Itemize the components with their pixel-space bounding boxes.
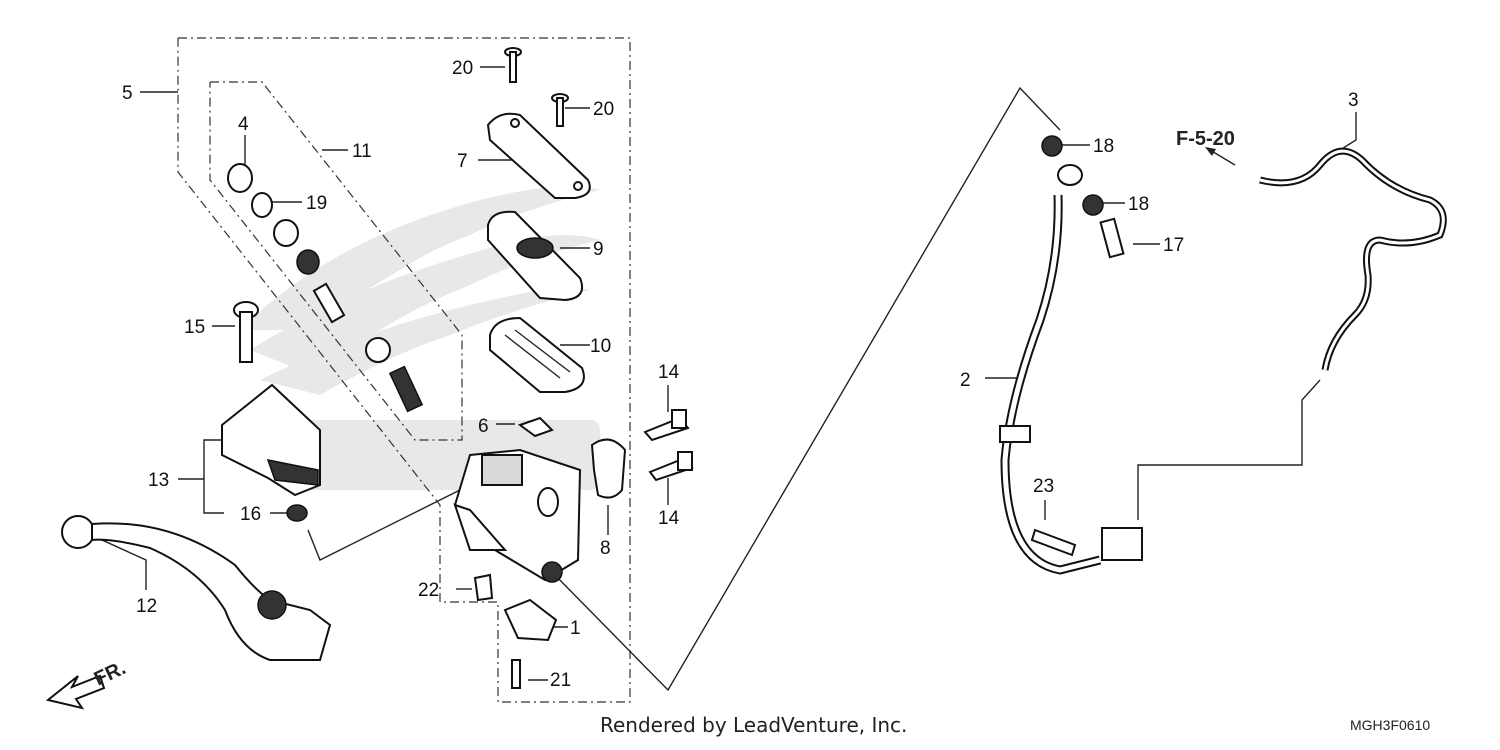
label-11: 11	[352, 141, 372, 162]
label-2: 2	[960, 370, 971, 391]
part-bolts-14	[643, 409, 694, 482]
part-lever-12	[61, 515, 332, 661]
reference-arrow-icon	[1205, 147, 1216, 156]
part-brake-hose-2	[999, 164, 1143, 575]
part-switch-1	[503, 598, 558, 642]
reference-callout: F-5-20	[1176, 128, 1236, 166]
diagram-code: MGH3F0610	[1350, 717, 1430, 733]
part-diaphragm-plate-9	[487, 210, 584, 302]
label-3: 3	[1348, 90, 1359, 111]
part-diaphragm-10	[489, 316, 585, 393]
label-12: 12	[136, 596, 157, 617]
front-direction-marker: FR.	[45, 657, 129, 710]
callout-labels: 1 2 3 4 5 6 7 8 9 10 11 12 13 14 14 15 1…	[122, 58, 1359, 691]
assembly-boundary	[177, 37, 631, 703]
part-brake-pipe-3	[1259, 147, 1447, 371]
front-arrow-icon	[45, 674, 106, 710]
label-19: 19	[306, 193, 327, 214]
reference-label: F-5-20	[1176, 128, 1235, 150]
part-holder-8	[590, 438, 627, 499]
label-16: 16	[240, 504, 261, 525]
label-13: 13	[148, 470, 169, 491]
label-7: 7	[457, 151, 468, 172]
label-21: 21	[550, 670, 571, 691]
label-22: 22	[418, 580, 439, 601]
part-master-cylinder-body	[453, 448, 582, 583]
part-clip-6	[517, 416, 554, 438]
credit-text: Rendered by LeadVenture, Inc.	[600, 713, 907, 737]
label-17: 17	[1163, 235, 1184, 256]
part-washers-18	[1041, 135, 1104, 216]
label-14-top: 14	[658, 362, 680, 383]
label-5: 5	[122, 83, 133, 104]
label-1: 1	[570, 618, 581, 639]
part-reservoir-cap-7	[486, 112, 591, 199]
label-10: 10	[590, 336, 611, 357]
label-20-top: 20	[452, 58, 473, 79]
label-9: 9	[593, 239, 604, 260]
label-14-bottom: 14	[658, 508, 680, 529]
label-8: 8	[600, 538, 611, 559]
part-lever-bracket-13	[221, 383, 321, 497]
part-piston-kit-11	[227, 163, 424, 413]
part-oil-bolt-17	[1099, 217, 1125, 259]
label-23: 23	[1033, 476, 1054, 497]
label-18-top: 18	[1093, 136, 1114, 157]
label-20-bottom: 20	[593, 99, 614, 120]
part-screw-21	[511, 659, 521, 689]
part-nut-16	[286, 504, 308, 522]
part-screws-20	[504, 47, 569, 127]
label-15: 15	[184, 317, 205, 338]
label-18-bottom: 18	[1128, 194, 1149, 215]
part-bolt-15	[233, 301, 259, 363]
label-4: 4	[238, 114, 249, 135]
part-boot-22	[473, 573, 494, 602]
label-6: 6	[478, 416, 489, 437]
part-bolt-23	[1030, 528, 1077, 557]
